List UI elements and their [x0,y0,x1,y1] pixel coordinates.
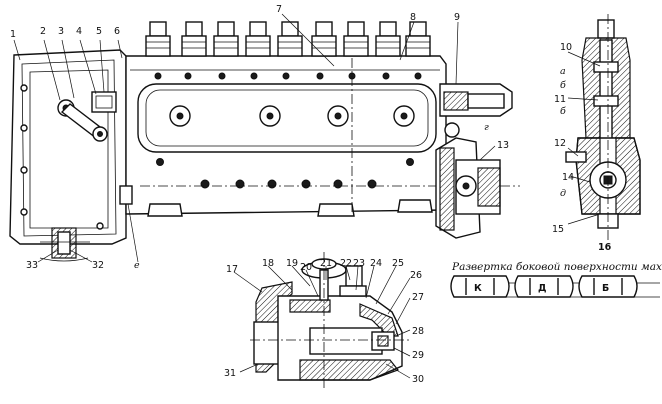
callout-28: 28 [412,326,424,337]
section-view [565,14,641,240]
callout-2: 2 [40,26,46,37]
callout-6: 6 [114,26,120,37]
callout-14: 14 [562,172,574,183]
callout-1: 1 [10,29,16,40]
scale-mark-d: Д [538,283,546,294]
governor-lever [57,91,117,142]
callout-7: 7 [276,4,282,15]
callout-33: 33 [26,260,38,271]
callout-10: 10 [560,42,572,53]
callout-18: 18 [262,258,274,269]
pump-body [9,40,520,262]
cover-screws [169,105,415,127]
scale-caption: Развертка боковой поверхности маховичка [451,261,662,273]
callout-26: 26 [410,270,422,281]
callout-19: 19 [286,258,298,269]
callout-31: 31 [224,368,236,379]
leader-lines [13,13,601,379]
delivery-valves [145,21,431,57]
flywheel-scale: К Д Б [450,275,660,298]
scale-mark-b: Б [602,283,609,294]
callout-29: 29 [412,350,424,361]
callout-12: 12 [554,138,566,149]
letter-b: б [560,80,566,91]
gear-case-section [250,252,410,390]
lower-boss [39,227,90,262]
callout-13: 13 [497,140,509,151]
feed-pump [435,83,513,239]
scale-mark-k: К [474,283,482,294]
letter-g: г [484,122,489,133]
letter-a: а [560,66,566,77]
callout-17: 17 [226,264,238,275]
letter-b-lower: б [560,106,566,117]
callout-15: 15 [552,224,564,235]
letter-d: д [560,188,566,199]
callout-3: 3 [58,26,64,37]
callout-labels: 1 2 3 4 5 6 7 8 9 10 11 12 13 14 15 16 1… [10,4,612,385]
upper-plugs [154,72,422,80]
callout-9: 9 [454,12,460,23]
callout-24: 24 [370,258,382,269]
callout-30: 30 [412,374,424,385]
callout-16: 16 [598,242,612,253]
housing-bolts [20,84,104,230]
callout-23: 23 [353,258,365,269]
callout-20: 20 [300,262,312,273]
callout-21: 21 [320,258,332,269]
callout-11: 11 [554,94,566,105]
callout-27: 27 [412,292,424,303]
callout-22: 22 [340,258,352,269]
callout-25: 25 [392,258,404,269]
callout-32: 32 [92,260,104,271]
letter-marks: а б б г д е [134,66,566,271]
callout-5: 5 [96,26,102,37]
callout-8: 8 [410,12,416,23]
letter-e: е [134,260,140,271]
callout-4: 4 [76,26,82,37]
